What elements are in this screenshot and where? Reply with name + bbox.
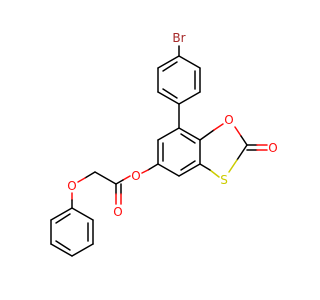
oxathiolone-ring: [199, 123, 248, 178]
ring-carbonyl-oxygen-label: O: [268, 141, 277, 155]
bromophenyl-ring: [157, 55, 201, 105]
bromine-atom-label: Br: [172, 31, 185, 45]
benzoxathiole-benzene-ring: [157, 127, 201, 177]
ester-oxygen-atom-label: O: [131, 169, 140, 183]
ester-carbonyl-oxygen-label: O: [113, 205, 122, 219]
sulfur-atom-label: S: [220, 173, 228, 187]
ester-linkage: [77, 163, 159, 205]
ring-carbonyl-bond: [246, 144, 268, 151]
phenoxy-ring: [50, 192, 94, 257]
molecule-structure: Br O O S O O O: [50, 31, 278, 257]
ether-oxygen-atom-label: O: [67, 179, 76, 193]
ring-oxygen-atom-label: O: [224, 113, 233, 127]
